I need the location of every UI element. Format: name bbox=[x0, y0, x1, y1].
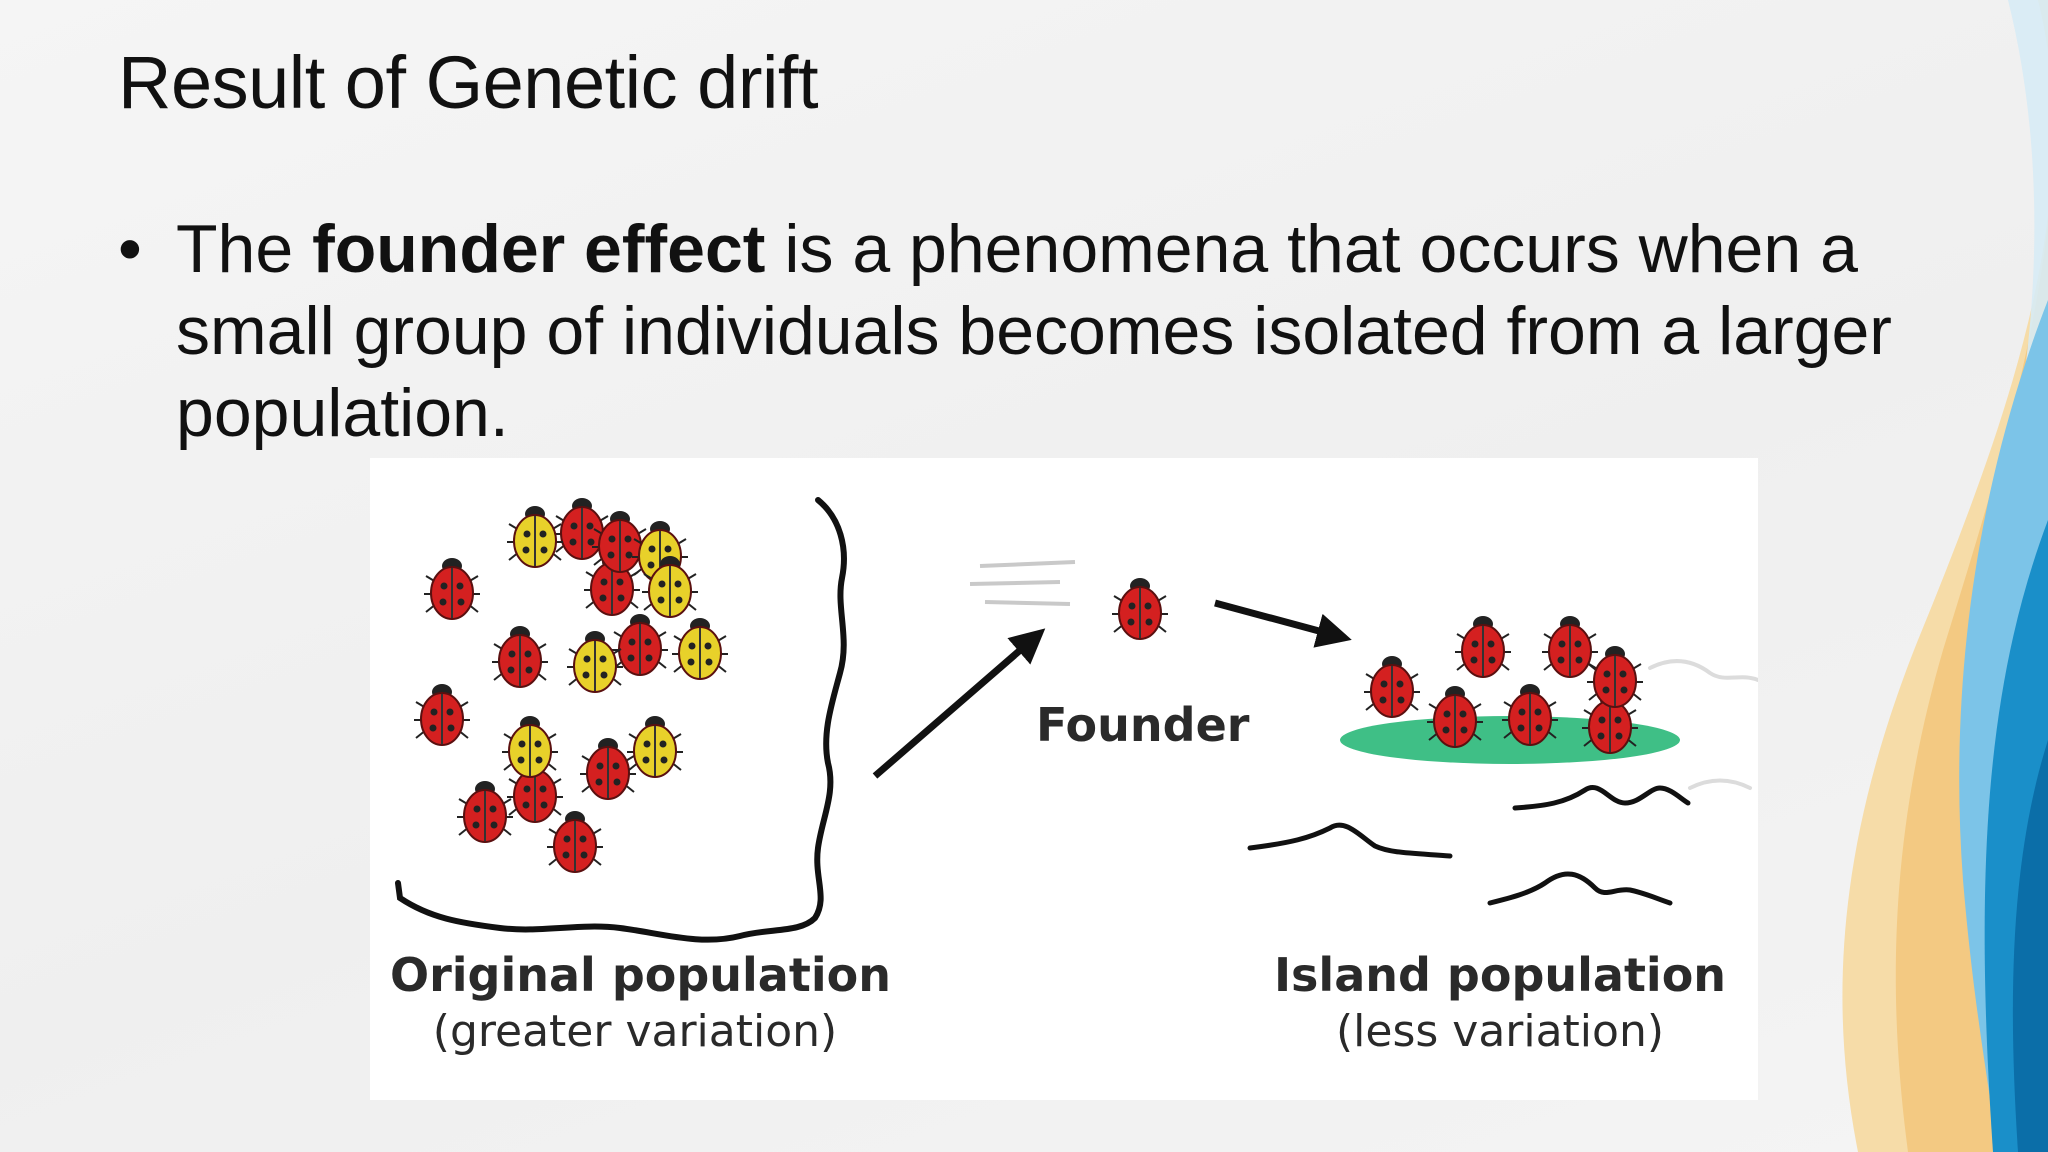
island-population-title: Island population bbox=[1273, 948, 1727, 1002]
decorative-wave bbox=[1842, 0, 2048, 1152]
founder-effect-diagram bbox=[395, 497, 1758, 943]
bullet-text-after: is a phenomena that occurs when a small … bbox=[176, 211, 1892, 451]
motion-lines bbox=[969, 560, 1076, 606]
founder-effect-figure: Founder Original population (greater var… bbox=[370, 458, 1758, 1100]
beetles-layer bbox=[414, 498, 1643, 873]
red-beetle-founder-0 bbox=[1112, 578, 1168, 640]
arrow-to-founder bbox=[872, 628, 1046, 779]
bullet-list: • The founder effect is a phenomena that … bbox=[118, 208, 1918, 454]
red-beetle-original-0 bbox=[424, 558, 480, 620]
bullet-text-before: The bbox=[176, 211, 313, 287]
red-beetle-original-7 bbox=[580, 738, 636, 800]
slide-title: Result of Genetic drift bbox=[118, 41, 819, 124]
mainland-coastline bbox=[395, 497, 847, 943]
red-beetle-original-5 bbox=[414, 684, 470, 746]
yellow-beetle-original-3 bbox=[672, 618, 728, 680]
red-beetle-island-0 bbox=[1364, 656, 1420, 718]
red-beetle-island-2 bbox=[1542, 616, 1598, 678]
faint-waves bbox=[1648, 659, 1758, 790]
yellow-beetle-original-5 bbox=[627, 716, 683, 778]
original-population-title: Original population bbox=[390, 948, 891, 1002]
yellow-beetle-original-0 bbox=[507, 506, 563, 568]
bullet-item: • The founder effect is a phenomena that … bbox=[118, 208, 1918, 454]
red-beetle-island-4 bbox=[1502, 684, 1558, 746]
red-beetle-island-1 bbox=[1455, 616, 1511, 678]
yellow-beetle-original-2 bbox=[567, 631, 623, 693]
arrow-to-island bbox=[1214, 599, 1352, 648]
red-beetle-original-8 bbox=[547, 811, 603, 873]
red-beetle-original-3 bbox=[612, 614, 668, 676]
red-beetle-original-2 bbox=[492, 626, 548, 688]
bullet-marker: • bbox=[118, 211, 142, 287]
founder-label: Founder bbox=[1036, 698, 1250, 752]
red-beetle-island-3 bbox=[1427, 686, 1483, 748]
red-beetle-original-6 bbox=[457, 781, 513, 843]
yellow-beetle-original-4 bbox=[502, 716, 558, 778]
original-population-subtitle: (greater variation) bbox=[432, 1006, 838, 1057]
island-population-subtitle: (less variation) bbox=[1335, 1006, 1665, 1057]
water-waves bbox=[1247, 785, 1691, 906]
yellow-beetle-original-6 bbox=[642, 556, 698, 618]
red-beetle-island-6 bbox=[1587, 646, 1643, 708]
bullet-bold-term: founder effect bbox=[312, 211, 766, 287]
